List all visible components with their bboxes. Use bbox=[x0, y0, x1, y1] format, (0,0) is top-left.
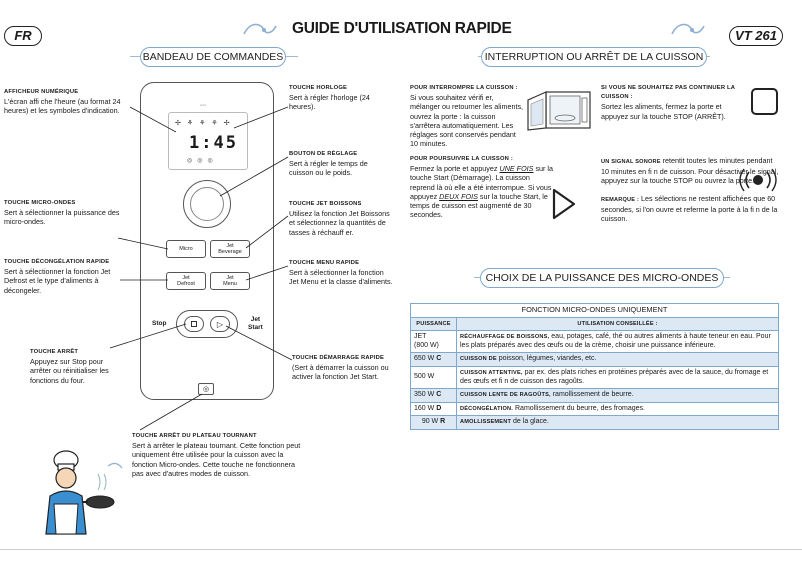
interrupt-block-pause: Pour interrompre la cuisson : Si vous so… bbox=[410, 85, 524, 149]
interrupt-block-stop: Si vous ne souhaitez pas continuer la cu… bbox=[601, 85, 735, 121]
section-interrupt-title: INTERRUPTION OU ARRÊT DE LA CUISSON bbox=[481, 47, 707, 67]
display-time: 1:45 bbox=[189, 133, 238, 153]
table-row: JET(800 W) Réchauffage de boissons, eau,… bbox=[410, 330, 779, 354]
stop-square-large-icon bbox=[751, 88, 778, 115]
section-controls-title: BANDEAU DE COMMANDES bbox=[140, 47, 286, 67]
table-title: FONCTION MICRO-ONDES UNIQUEMENT bbox=[410, 303, 779, 318]
label-micro: Touche Micro-ondes Sert à sélectionner l… bbox=[4, 200, 120, 227]
table-row: 350 W C Cuisson lente de ragoûts, ramoll… bbox=[410, 388, 779, 403]
label-stop: Touche Arrêt Appuyez sur Stop pour arrêt… bbox=[30, 349, 109, 385]
start-label: Jet Start bbox=[248, 316, 263, 331]
swirl-decor-icon bbox=[243, 23, 277, 35]
label-clock: Touche horloge Sert à régler l'horloge (… bbox=[289, 85, 370, 112]
label-menu: Touche Menu rapide Sert à sélectionner l… bbox=[289, 260, 393, 287]
label-turntable: Touche Arrêt du plateau tournant Sert à … bbox=[132, 433, 301, 478]
interrupt-block-signal: Un signal sonore retentit toutes les min… bbox=[601, 156, 779, 186]
stop-label: Stop bbox=[152, 320, 167, 327]
interrupt-block-note: Remarque : Les sélections ne restent aff… bbox=[601, 194, 778, 224]
stop-button[interactable] bbox=[184, 316, 204, 332]
label-dial: Bouton de réglage Sert à régler le temps… bbox=[289, 151, 368, 178]
start-button[interactable]: ▷ bbox=[210, 316, 230, 332]
language-badge: FR bbox=[4, 26, 42, 46]
stop-square-icon bbox=[191, 321, 197, 327]
label-defrost: Touche Décongélation rapide Sert à sélec… bbox=[4, 259, 111, 295]
table-row: 90 W R Amollissement de la glace. bbox=[410, 415, 779, 430]
table-row: 650 W C Cuisson de poisson, légumes, via… bbox=[410, 352, 779, 367]
label-start: Touche Démarrage rapide (Sert à démarrer… bbox=[292, 355, 389, 382]
table-header-usage: Utilisation conseillée : bbox=[577, 320, 658, 327]
table-header-power: Puissance bbox=[416, 320, 451, 327]
setting-dial[interactable] bbox=[183, 180, 231, 228]
display-indicators: ◎◎◎ bbox=[187, 158, 218, 164]
table-row: 500 W Cuisson attentive, par ex. des pla… bbox=[410, 365, 779, 390]
table-row: 160 W D Décongélation. Ramollissement du… bbox=[410, 401, 779, 417]
digital-display: ✢⚘⚘⚘✢ 1:45 ◎◎◎ bbox=[168, 112, 248, 170]
section-power-title: CHOIX DE LA PUISSANCE DES MICRO-ONDES bbox=[480, 268, 724, 288]
label-display: Afficheur numérique L'écran affi che l'h… bbox=[4, 89, 121, 116]
start-triangle-icon bbox=[552, 188, 576, 220]
brand-logo-icon: ◦◦◦ bbox=[200, 103, 207, 109]
power-table: FONCTION MICRO-ONDES UNIQUEMENT Puissanc… bbox=[410, 303, 779, 430]
label-beverage: Touche Jet Boissons Utilisez la fonction… bbox=[289, 201, 390, 237]
footer-rule bbox=[0, 549, 802, 550]
micro-button[interactable]: Micro bbox=[166, 240, 206, 258]
model-badge: VT 261 bbox=[729, 26, 783, 46]
swirl-decor-icon bbox=[671, 23, 705, 35]
page-title: GUIDE D'UTILISATION RAPIDE bbox=[292, 20, 512, 37]
turntable-stop-button[interactable]: ◎ bbox=[198, 383, 214, 395]
chef-illustration-icon bbox=[45, 450, 123, 535]
sound-signal-icon bbox=[739, 168, 777, 192]
display-symbols: ✢⚘⚘⚘✢ bbox=[175, 120, 236, 127]
interrupt-block-resume: Pour poursuivre la cuisson : Fermez la p… bbox=[410, 156, 554, 220]
turntable-icon: ◎ bbox=[202, 386, 210, 393]
open-microwave-icon bbox=[527, 91, 591, 131]
play-icon: ▷ bbox=[216, 319, 224, 329]
